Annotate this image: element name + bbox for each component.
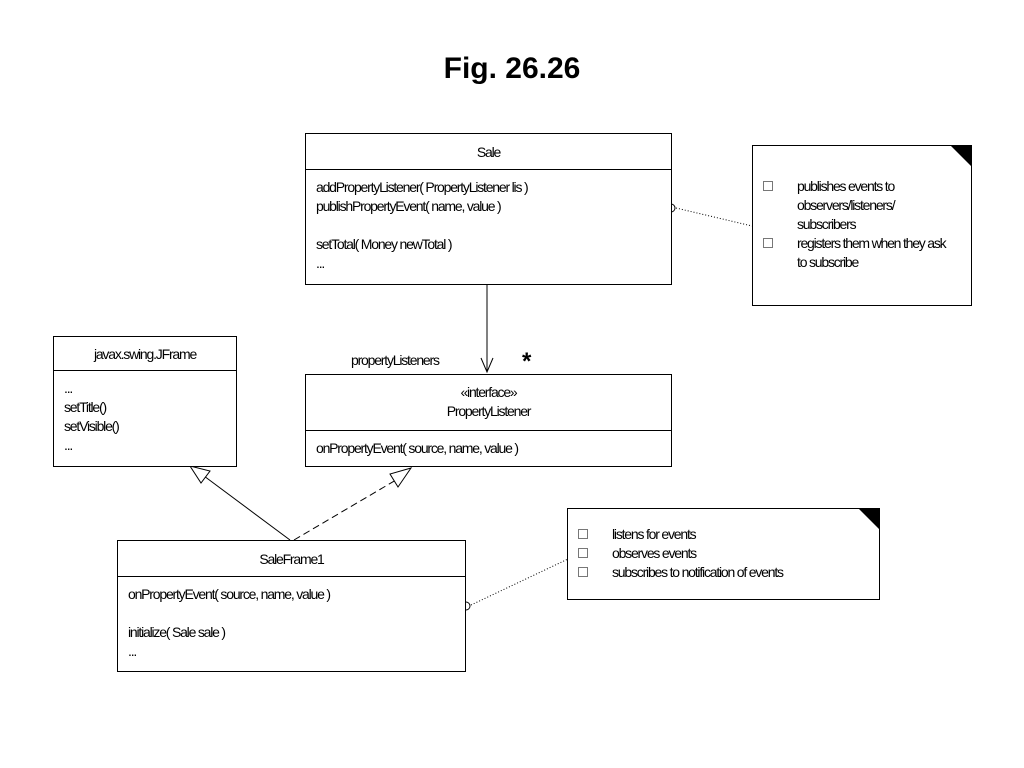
- generalization-triangle: [188, 465, 211, 484]
- note-item-text: registers them when they ask to subscrib…: [797, 235, 947, 270]
- operation: ...: [316, 255, 325, 271]
- note-sale: publishes events to observers/listeners/…: [752, 145, 972, 306]
- operation: setVisible(): [64, 418, 120, 434]
- realization-line: [293, 479, 397, 541]
- figure-title: Fig. 26.26: [443, 52, 581, 85]
- operation-spacer: [316, 216, 661, 235]
- note-item: subscribes to notification of events: [578, 563, 869, 582]
- class-jframe-name: javax.swing.JFrame: [54, 337, 236, 371]
- operation-spacer: [128, 604, 455, 623]
- operation: setTotal( Money newTotal ): [316, 236, 453, 252]
- operation: ...: [64, 380, 73, 396]
- operation: setTitle(): [64, 399, 107, 415]
- note-item-text: publishes events to observers/listeners/…: [797, 178, 896, 232]
- operation: ...: [64, 437, 73, 453]
- checkbox-bullet-icon: [578, 567, 588, 577]
- class-sale-operations: addPropertyListener( PropertyListener li…: [306, 170, 671, 273]
- class-sale-frame: SaleFrame1 onPropertyEvent( source, name…: [117, 540, 466, 672]
- realization-triangle: [389, 467, 413, 488]
- note-item-text: observes events: [612, 545, 697, 561]
- checkbox-bullet-icon: [578, 529, 588, 539]
- class-jframe-operations: ... setTitle() setVisible() ...: [54, 371, 236, 455]
- class-property-listener-header: «interface» PropertyListener: [306, 375, 671, 431]
- class-property-listener-name: PropertyListener: [446, 403, 532, 419]
- class-sale: Sale addPropertyListener( PropertyListen…: [305, 133, 672, 285]
- operation: ...: [128, 643, 137, 659]
- checkbox-bullet-icon: [763, 238, 773, 248]
- class-property-listener: «interface» PropertyListener onPropertyE…: [305, 374, 672, 467]
- operation: initialize( Sale sale ): [128, 624, 226, 640]
- class-sale-frame-operations: onPropertyEvent( source, name, value ) i…: [118, 577, 465, 661]
- note-item: listens for events: [578, 525, 869, 544]
- note-sale-anchor-line: [675, 207, 753, 227]
- class-sale-name: Sale: [306, 134, 671, 170]
- note-item: observes events: [578, 544, 869, 563]
- class-sale-frame-name: SaleFrame1: [118, 541, 465, 577]
- class-jframe: javax.swing.JFrame ... setTitle() setVis…: [53, 336, 237, 467]
- interface-stereotype: «interface»: [460, 384, 517, 400]
- note-item-text: listens for events: [612, 526, 697, 542]
- association-role-label: propertyListeners: [351, 352, 440, 368]
- note-item: publishes events to observers/listeners/…: [763, 177, 957, 234]
- note-fold-corner: [950, 145, 972, 167]
- operation: addPropertyListener( PropertyListener li…: [316, 179, 529, 195]
- association-multiplicity: *: [522, 348, 532, 375]
- class-property-listener-operations: onPropertyEvent( source, name, value ): [306, 431, 671, 458]
- checkbox-bullet-icon: [578, 548, 588, 558]
- generalization-line: [203, 475, 291, 541]
- note-item: registers them when they ask to subscrib…: [763, 234, 957, 272]
- note-fold-corner: [858, 508, 880, 530]
- checkbox-bullet-icon: [763, 181, 773, 191]
- note-sale-frame: listens for events observes events subsc…: [567, 508, 880, 600]
- association-arrowhead: [480, 357, 494, 374]
- note-item-text: subscribes to notification of events: [612, 564, 784, 580]
- operation: publishPropertyEvent( name, value ): [316, 198, 502, 214]
- operation: onPropertyEvent( source, name, value ): [316, 440, 519, 456]
- operation: onPropertyEvent( source, name, value ): [128, 586, 331, 602]
- note-frame-anchor-line: [470, 558, 569, 606]
